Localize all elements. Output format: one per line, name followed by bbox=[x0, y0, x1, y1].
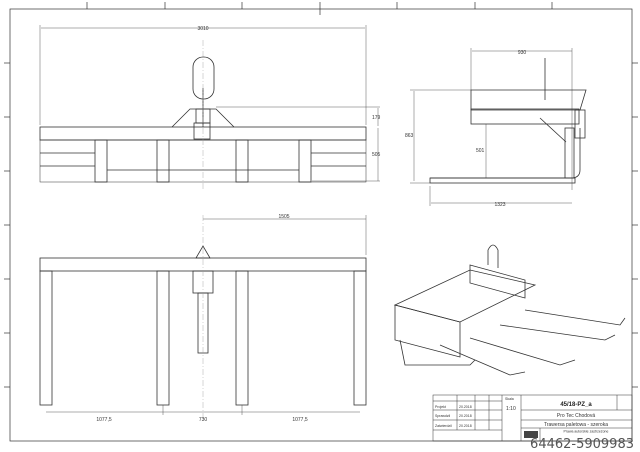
row-label: Sprawdzil bbox=[435, 414, 450, 418]
dim-width: 3010 bbox=[197, 26, 208, 32]
dim-top: 930 bbox=[518, 50, 527, 56]
drawing-frame bbox=[9, 8, 633, 442]
row-label: Projekt bbox=[435, 405, 446, 409]
dim-center: 730 bbox=[199, 417, 208, 423]
drawing-title: Trawersa paletowa - szeroka bbox=[544, 422, 608, 428]
copyright-note: Prawa autorskie zastrzeżone bbox=[564, 430, 609, 434]
dim-frame-height: 505 bbox=[372, 152, 381, 158]
row-date: 20.2018 bbox=[459, 414, 472, 418]
company-logo bbox=[524, 431, 538, 438]
title-block bbox=[432, 394, 633, 442]
dim-half-width: 1505 bbox=[278, 214, 289, 220]
dim-hook-height: 179 bbox=[372, 115, 381, 121]
front-view bbox=[39, 25, 380, 190]
dim-right: 1077,5 bbox=[292, 417, 308, 423]
plan-view bbox=[39, 215, 367, 420]
row-date: 20.2018 bbox=[459, 405, 472, 409]
dim-fork-length: 1323 bbox=[494, 202, 505, 208]
side-view bbox=[410, 48, 587, 206]
dim-total-height: 863 bbox=[405, 133, 414, 139]
watermark: 64462-5909983 bbox=[530, 437, 634, 452]
drawing-number: 45/18-PZ_a bbox=[560, 402, 592, 408]
dim-clearance: 501 bbox=[476, 148, 485, 154]
company: Pro Tec Chodová bbox=[557, 413, 595, 419]
row-date: 20.2018 bbox=[459, 424, 472, 428]
isometric-view bbox=[393, 244, 626, 376]
scale-value: 1:10 bbox=[506, 406, 516, 412]
dim-left: 1077,5 bbox=[96, 417, 112, 423]
scale-label: Skala bbox=[505, 397, 514, 401]
row-label: Zatwierdzil bbox=[435, 424, 452, 428]
